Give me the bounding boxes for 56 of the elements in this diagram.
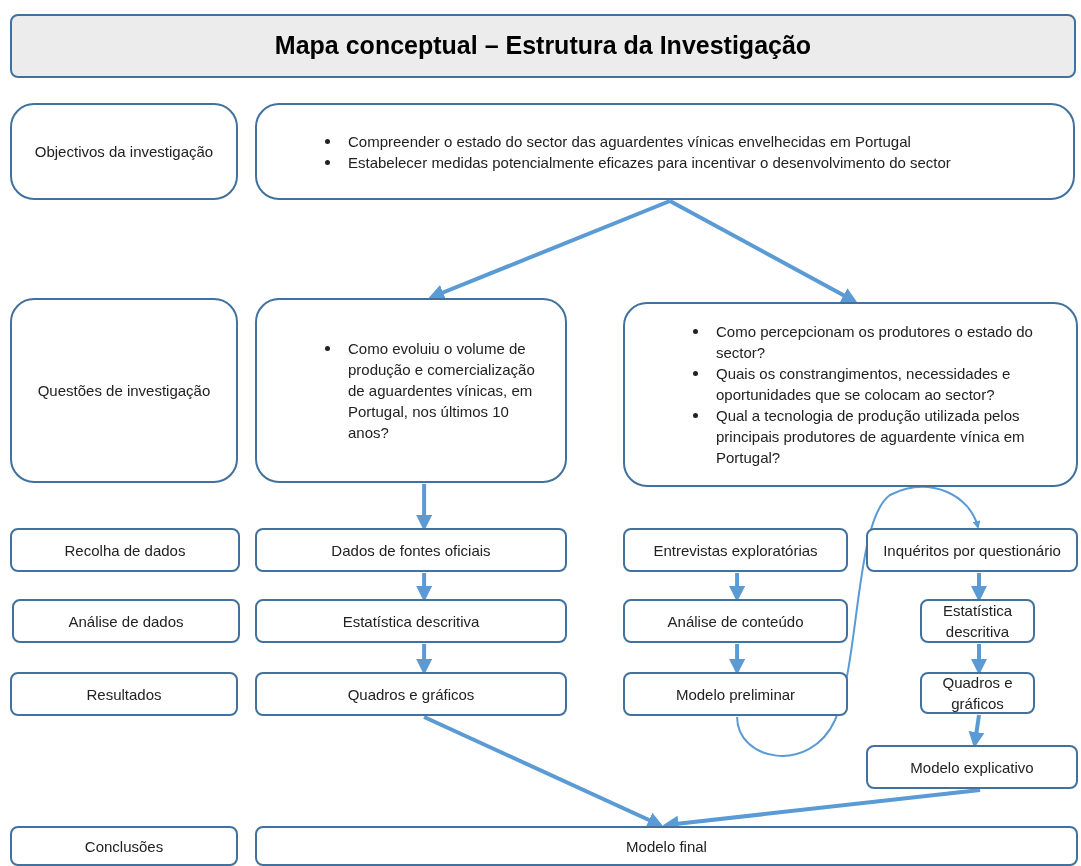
- objectives-box: [255, 103, 1075, 200]
- row-label: [10, 528, 240, 572]
- process-box: [255, 528, 567, 572]
- row-label: [10, 826, 238, 866]
- arrow: [968, 714, 985, 748]
- result-box: [255, 826, 1078, 866]
- node-label: Objectivos da investigação: [34, 142, 214, 162]
- row-label: [12, 599, 240, 643]
- process-box: [255, 599, 567, 643]
- node-label: Questões de investigação: [37, 381, 211, 401]
- node-label: Entrevistas exploratórias: [653, 540, 818, 561]
- bullet-text: Qual a tecnologia de produção utilizada pelos principais produtores de aguardente vínica em Portugal?: [716, 406, 1026, 468]
- process-box: [866, 528, 1078, 572]
- bullet-text: Como percepcionam os produtores o estado do sector?: [716, 322, 1034, 363]
- arrow: [971, 573, 987, 602]
- node-label: Dados de fontes oficiais: [331, 540, 491, 561]
- node-label: Inquéritos por questionário: [883, 540, 1061, 561]
- node-label: Análise de dados: [68, 611, 184, 632]
- node-label: Quadros e gráficos: [347, 684, 475, 705]
- bullet-text: Estabelecer medidas potencialmente eficazes para incentivar o desenvolvimento do sector: [348, 152, 951, 173]
- row-label: [10, 298, 238, 483]
- process-box: [255, 672, 567, 716]
- arrow: [428, 199, 671, 300]
- question-box: [623, 302, 1078, 487]
- arrow: [416, 573, 433, 602]
- arrow: [423, 715, 664, 828]
- node-label: Estatística descritiva: [342, 611, 480, 632]
- node-label: Modelo explicativo: [910, 757, 1034, 778]
- process-box: [623, 528, 848, 572]
- node-label: Análise de conteúdo: [667, 611, 804, 632]
- bullet-text: Como evoluiu o volume de produção e comercialização de aguardentes vínicas, em Portugal, nos últimos 10 anos?: [348, 339, 536, 443]
- arrow: [668, 199, 858, 303]
- node-label: Conclusões: [84, 836, 164, 857]
- title-banner: Mapa conceptual – Estrutura da Investigação: [10, 14, 1076, 78]
- node-label: Recolha de dados: [64, 540, 186, 561]
- bullet-text: Quais os constrangimentos, necessidades e oportunidades que se colocam ao sector?: [716, 364, 1012, 405]
- node-label: Estatística descritiva: [941, 601, 1014, 642]
- arrow: [416, 484, 433, 531]
- arrow: [729, 644, 746, 675]
- process-box: [920, 672, 1035, 714]
- process-box: [623, 599, 848, 643]
- process-box: [623, 672, 848, 716]
- arrow: [736, 486, 980, 757]
- row-label: [10, 672, 238, 716]
- question-box: [255, 298, 567, 483]
- node-label: Resultados: [86, 684, 162, 705]
- arrow: [416, 644, 433, 675]
- node-label: Modelo preliminar: [675, 684, 796, 705]
- arrow: [729, 573, 746, 602]
- node-label: Modelo final: [626, 836, 707, 857]
- bullet-text: Compreender o estado do sector das aguardentes vínicas envelhecidas em Portugal: [348, 131, 911, 152]
- row-label: [10, 103, 238, 200]
- node-label: Quadros e gráficos: [941, 673, 1014, 714]
- process-box: [866, 745, 1078, 789]
- process-box: [920, 599, 1035, 643]
- arrow: [971, 644, 987, 675]
